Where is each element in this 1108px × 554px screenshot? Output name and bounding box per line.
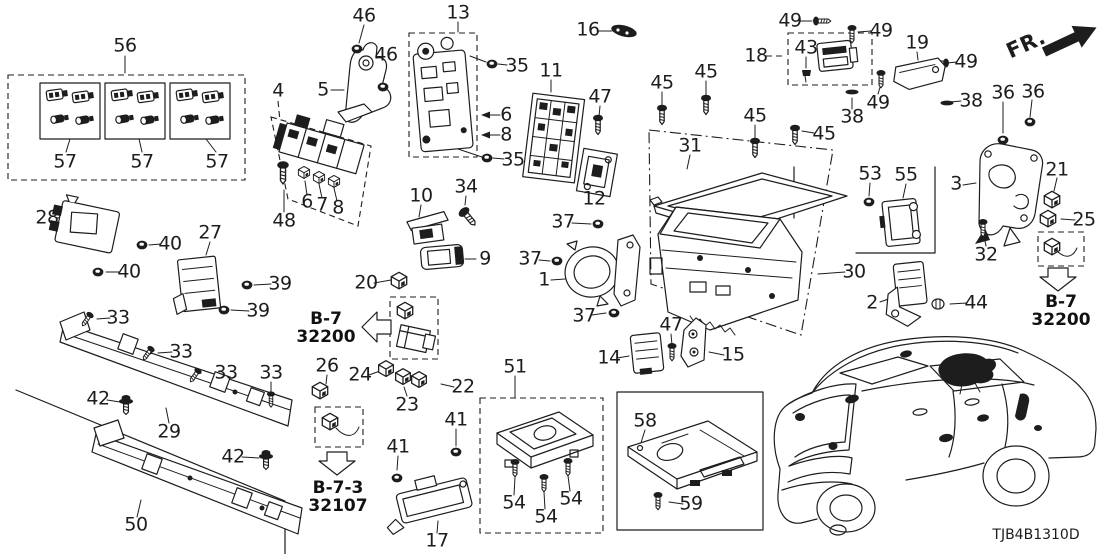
part-15-bracket (680, 317, 707, 368)
part-54-screw (562, 457, 574, 477)
b73-relay-with-pigtail (321, 412, 360, 436)
part-56-connector-kit (45, 87, 225, 126)
part-49-screw (875, 69, 887, 89)
part-23-relay (395, 368, 411, 386)
part-39-grommet (241, 280, 253, 290)
part-4-switch-assembly (272, 114, 365, 188)
part-17-control-unit (386, 475, 473, 536)
group-boxes (7, 32, 1085, 554)
part-41-nut (391, 473, 403, 483)
part-44-clip (931, 298, 945, 310)
part-51-avas-unit (496, 411, 594, 469)
part-28-control-unit (48, 194, 121, 254)
part-19-bracket (893, 57, 946, 90)
part-5-bracket (337, 42, 392, 123)
part-25-relay (1039, 209, 1057, 228)
part-50-beam (91, 419, 303, 535)
part-12-bracket (575, 147, 618, 198)
part-18-unit (802, 39, 859, 83)
part-42-bolt (258, 449, 274, 471)
part-45-screw (749, 137, 761, 159)
part-40-nut (92, 267, 104, 277)
part-47-screw (592, 114, 604, 136)
part-11-fuse-box (522, 92, 586, 184)
fr-arrow-icon (1041, 25, 1097, 57)
part-14-control-unit (629, 332, 665, 375)
reference-arrows (318, 25, 1097, 476)
part-22-relay (411, 371, 427, 389)
part-54-screw (538, 473, 550, 493)
part-39-grommet (218, 305, 230, 315)
b7-right-relay (1043, 237, 1078, 257)
part-47-screw (666, 342, 678, 362)
car-drawing (773, 336, 1097, 536)
part-30-control-unit-box (649, 206, 803, 336)
part-36-grommet (1024, 117, 1036, 127)
part-37-grommet (608, 308, 620, 318)
part-54-screw (509, 458, 521, 478)
part-9-sensor (419, 244, 465, 270)
part-55-control-unit (879, 198, 921, 247)
b7-left-relay (396, 301, 414, 320)
part-53-grommet (863, 197, 875, 207)
part-38-washer (845, 89, 859, 95)
part-34-bolt (458, 207, 476, 226)
b7-left-relay-large (395, 324, 437, 354)
part-26-relay (311, 381, 329, 400)
part-37-grommet (592, 219, 604, 229)
part-21-relay (1043, 190, 1061, 209)
part-38-washer (940, 100, 954, 106)
b7-right-down-arrow-icon (1039, 267, 1077, 292)
part-59-screw (652, 491, 664, 511)
part-20-relay (390, 271, 408, 290)
part-49-screw (812, 15, 832, 27)
part-42-bolt (118, 394, 134, 416)
part-45-screw (656, 104, 668, 126)
part-58-unit (627, 420, 758, 490)
part-45-screw (700, 94, 712, 116)
part-46-grommet (377, 82, 389, 92)
b7-left-arrow-icon (361, 311, 392, 343)
part-24-relay (378, 360, 394, 378)
part-27-control-unit (172, 255, 222, 315)
part-46-grommet (351, 44, 363, 54)
part-36-grommet (997, 135, 1009, 145)
part-16-antenna (611, 24, 637, 38)
part-41-nut (450, 447, 462, 457)
part-45-screw (789, 124, 801, 146)
diagram-code: TJB4B1310D (992, 527, 1080, 543)
part-40-nut (136, 240, 148, 250)
b73-down-arrow-icon (318, 451, 356, 476)
part-2-unit-bracket (885, 260, 928, 327)
part-29-beam (59, 311, 293, 427)
part-1-sounder (564, 234, 641, 307)
part-10-connector (406, 211, 449, 245)
part-37-grommet (551, 256, 563, 266)
part-13-fuse-box (412, 36, 498, 163)
